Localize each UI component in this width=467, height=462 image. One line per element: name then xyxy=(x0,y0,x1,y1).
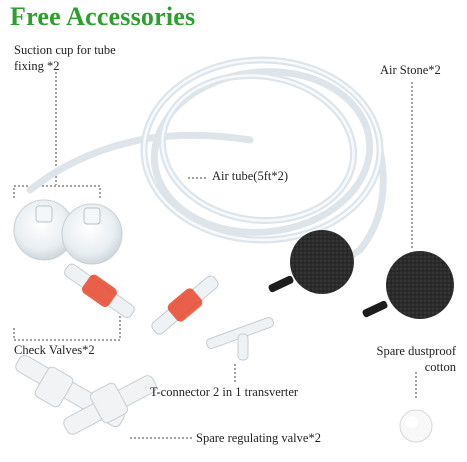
check-valves-label: Check Valves*2 xyxy=(14,343,95,357)
t-connector-label: T-connector 2 in 1 transverter xyxy=(150,385,299,399)
check-valves xyxy=(64,263,219,335)
leader-suction xyxy=(13,72,101,198)
leader-lines xyxy=(13,72,417,439)
air-tube-label: Air tube(5ft*2) xyxy=(212,169,289,183)
suction-cups xyxy=(13,199,123,265)
suction-cup-label: Suction cup for tube fixing *2 xyxy=(14,42,116,74)
suction-cup-label-line2: fixing *2 xyxy=(14,59,60,73)
regulating-valves xyxy=(15,354,157,435)
spare-cotton-label-line1: Spare dustproof xyxy=(376,344,457,358)
suction-cup-label-line1: Suction cup for tube xyxy=(14,43,116,57)
leader-check xyxy=(13,300,121,341)
spare-cotton-label-line2: cotton xyxy=(424,360,456,374)
air-stone-label: Air Stone*2 xyxy=(380,63,441,77)
spare-cotton-label: Spare dustproof cotton xyxy=(360,343,457,375)
page-title: Free Accessories xyxy=(10,2,196,31)
spare-cotton xyxy=(399,409,433,443)
t-connector xyxy=(206,316,274,361)
regulating-valve-label: Spare regulating valve*2 xyxy=(196,431,321,445)
air-stones xyxy=(268,230,454,319)
